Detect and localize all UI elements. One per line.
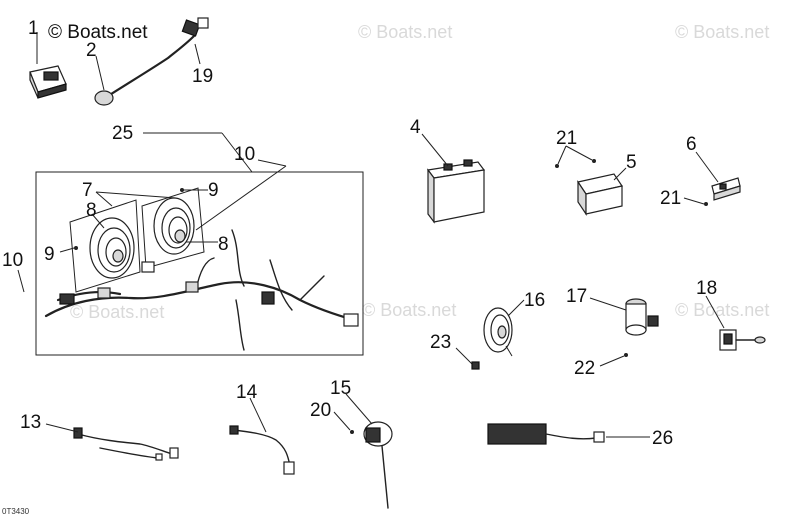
callout-10-top: 10 — [234, 144, 255, 165]
leader-2 — [95, 55, 105, 91]
part-25-wiring-harness — [44, 229, 359, 351]
watermark-mid-right: © Boats.net — [675, 300, 769, 320]
part-4-battery — [426, 159, 486, 224]
part-15-switch — [363, 421, 393, 509]
part-8-horn-left — [89, 217, 135, 279]
leader-18 — [705, 295, 725, 329]
callout-20: 20 — [310, 400, 331, 421]
leader-17 — [589, 297, 627, 311]
callout-21-lower: 21 — [660, 188, 681, 209]
callout-8-left: 8 — [86, 200, 97, 221]
leader-6 — [695, 151, 719, 183]
part-6-connector — [711, 177, 741, 201]
callout-25: 25 — [112, 123, 133, 144]
horn-bracket-left — [69, 199, 141, 293]
watermark-top-center: © Boats.net — [358, 22, 452, 42]
leader-9-left — [59, 247, 75, 253]
part-18-connector — [719, 329, 766, 351]
part-17-relay — [625, 298, 659, 336]
callout-23: 23 — [430, 332, 451, 353]
callout-21-upper: 21 — [556, 128, 577, 149]
callout-26: 26 — [652, 428, 673, 449]
leader-7b — [95, 191, 177, 199]
part-8-horn-right — [153, 197, 195, 255]
horn-bracket-right — [141, 187, 205, 269]
leader-10-top — [257, 159, 287, 167]
part-1-connector — [29, 65, 67, 99]
kit-box-25 — [35, 171, 364, 356]
callout-9-right: 9 — [208, 180, 219, 201]
leader-21b — [565, 145, 593, 161]
leader-20 — [333, 411, 351, 431]
watermark-mid-center: © Boats.net — [362, 300, 456, 320]
part-2-sensor-lead — [94, 17, 209, 106]
callout-18: 18 — [696, 278, 717, 299]
callout-6: 6 — [686, 134, 697, 155]
leader-15 — [345, 393, 373, 425]
callout-17: 17 — [566, 286, 587, 307]
callout-14: 14 — [236, 382, 258, 403]
callout-15: 15 — [330, 378, 351, 399]
leader-8-left — [91, 213, 105, 229]
leader-10-left — [17, 269, 25, 293]
callout-4: 4 — [410, 117, 421, 138]
callout-9-left: 9 — [44, 244, 55, 265]
leader-7a — [95, 191, 113, 207]
part-26-module — [487, 423, 605, 445]
watermark-top-right: © Boats.net — [675, 22, 769, 42]
callout-7: 7 — [82, 180, 93, 201]
leader-16 — [507, 299, 525, 317]
leader-14 — [249, 397, 267, 433]
leader-19 — [194, 43, 201, 65]
callout-13: 13 — [20, 412, 41, 433]
callout-22: 22 — [574, 358, 595, 379]
leader-5 — [613, 167, 627, 181]
callout-1: 1 — [28, 18, 39, 39]
callout-8-right: 8 — [218, 234, 229, 255]
part-5-module — [577, 173, 623, 216]
watermark-mid-left: © Boats.net — [70, 302, 164, 322]
callout-2: 2 — [86, 40, 97, 61]
diagram-code: 0T3430 — [2, 507, 30, 516]
part-13-harness — [73, 427, 179, 461]
watermark-top-left: © Boats.net — [48, 22, 148, 43]
leader-21a — [557, 145, 567, 165]
callout-19: 19 — [192, 66, 213, 87]
part-23-screw — [471, 361, 480, 370]
part-16-horn — [483, 307, 513, 357]
callout-10-left: 10 — [2, 250, 23, 271]
leader-13 — [45, 423, 79, 433]
leader-4 — [421, 133, 449, 167]
callout-16: 16 — [524, 290, 545, 311]
leader-23 — [455, 347, 475, 367]
leader-21-lower — [683, 197, 705, 205]
callout-5: 5 — [626, 152, 637, 173]
part-14-cable — [229, 425, 295, 475]
leader-22 — [599, 355, 625, 367]
